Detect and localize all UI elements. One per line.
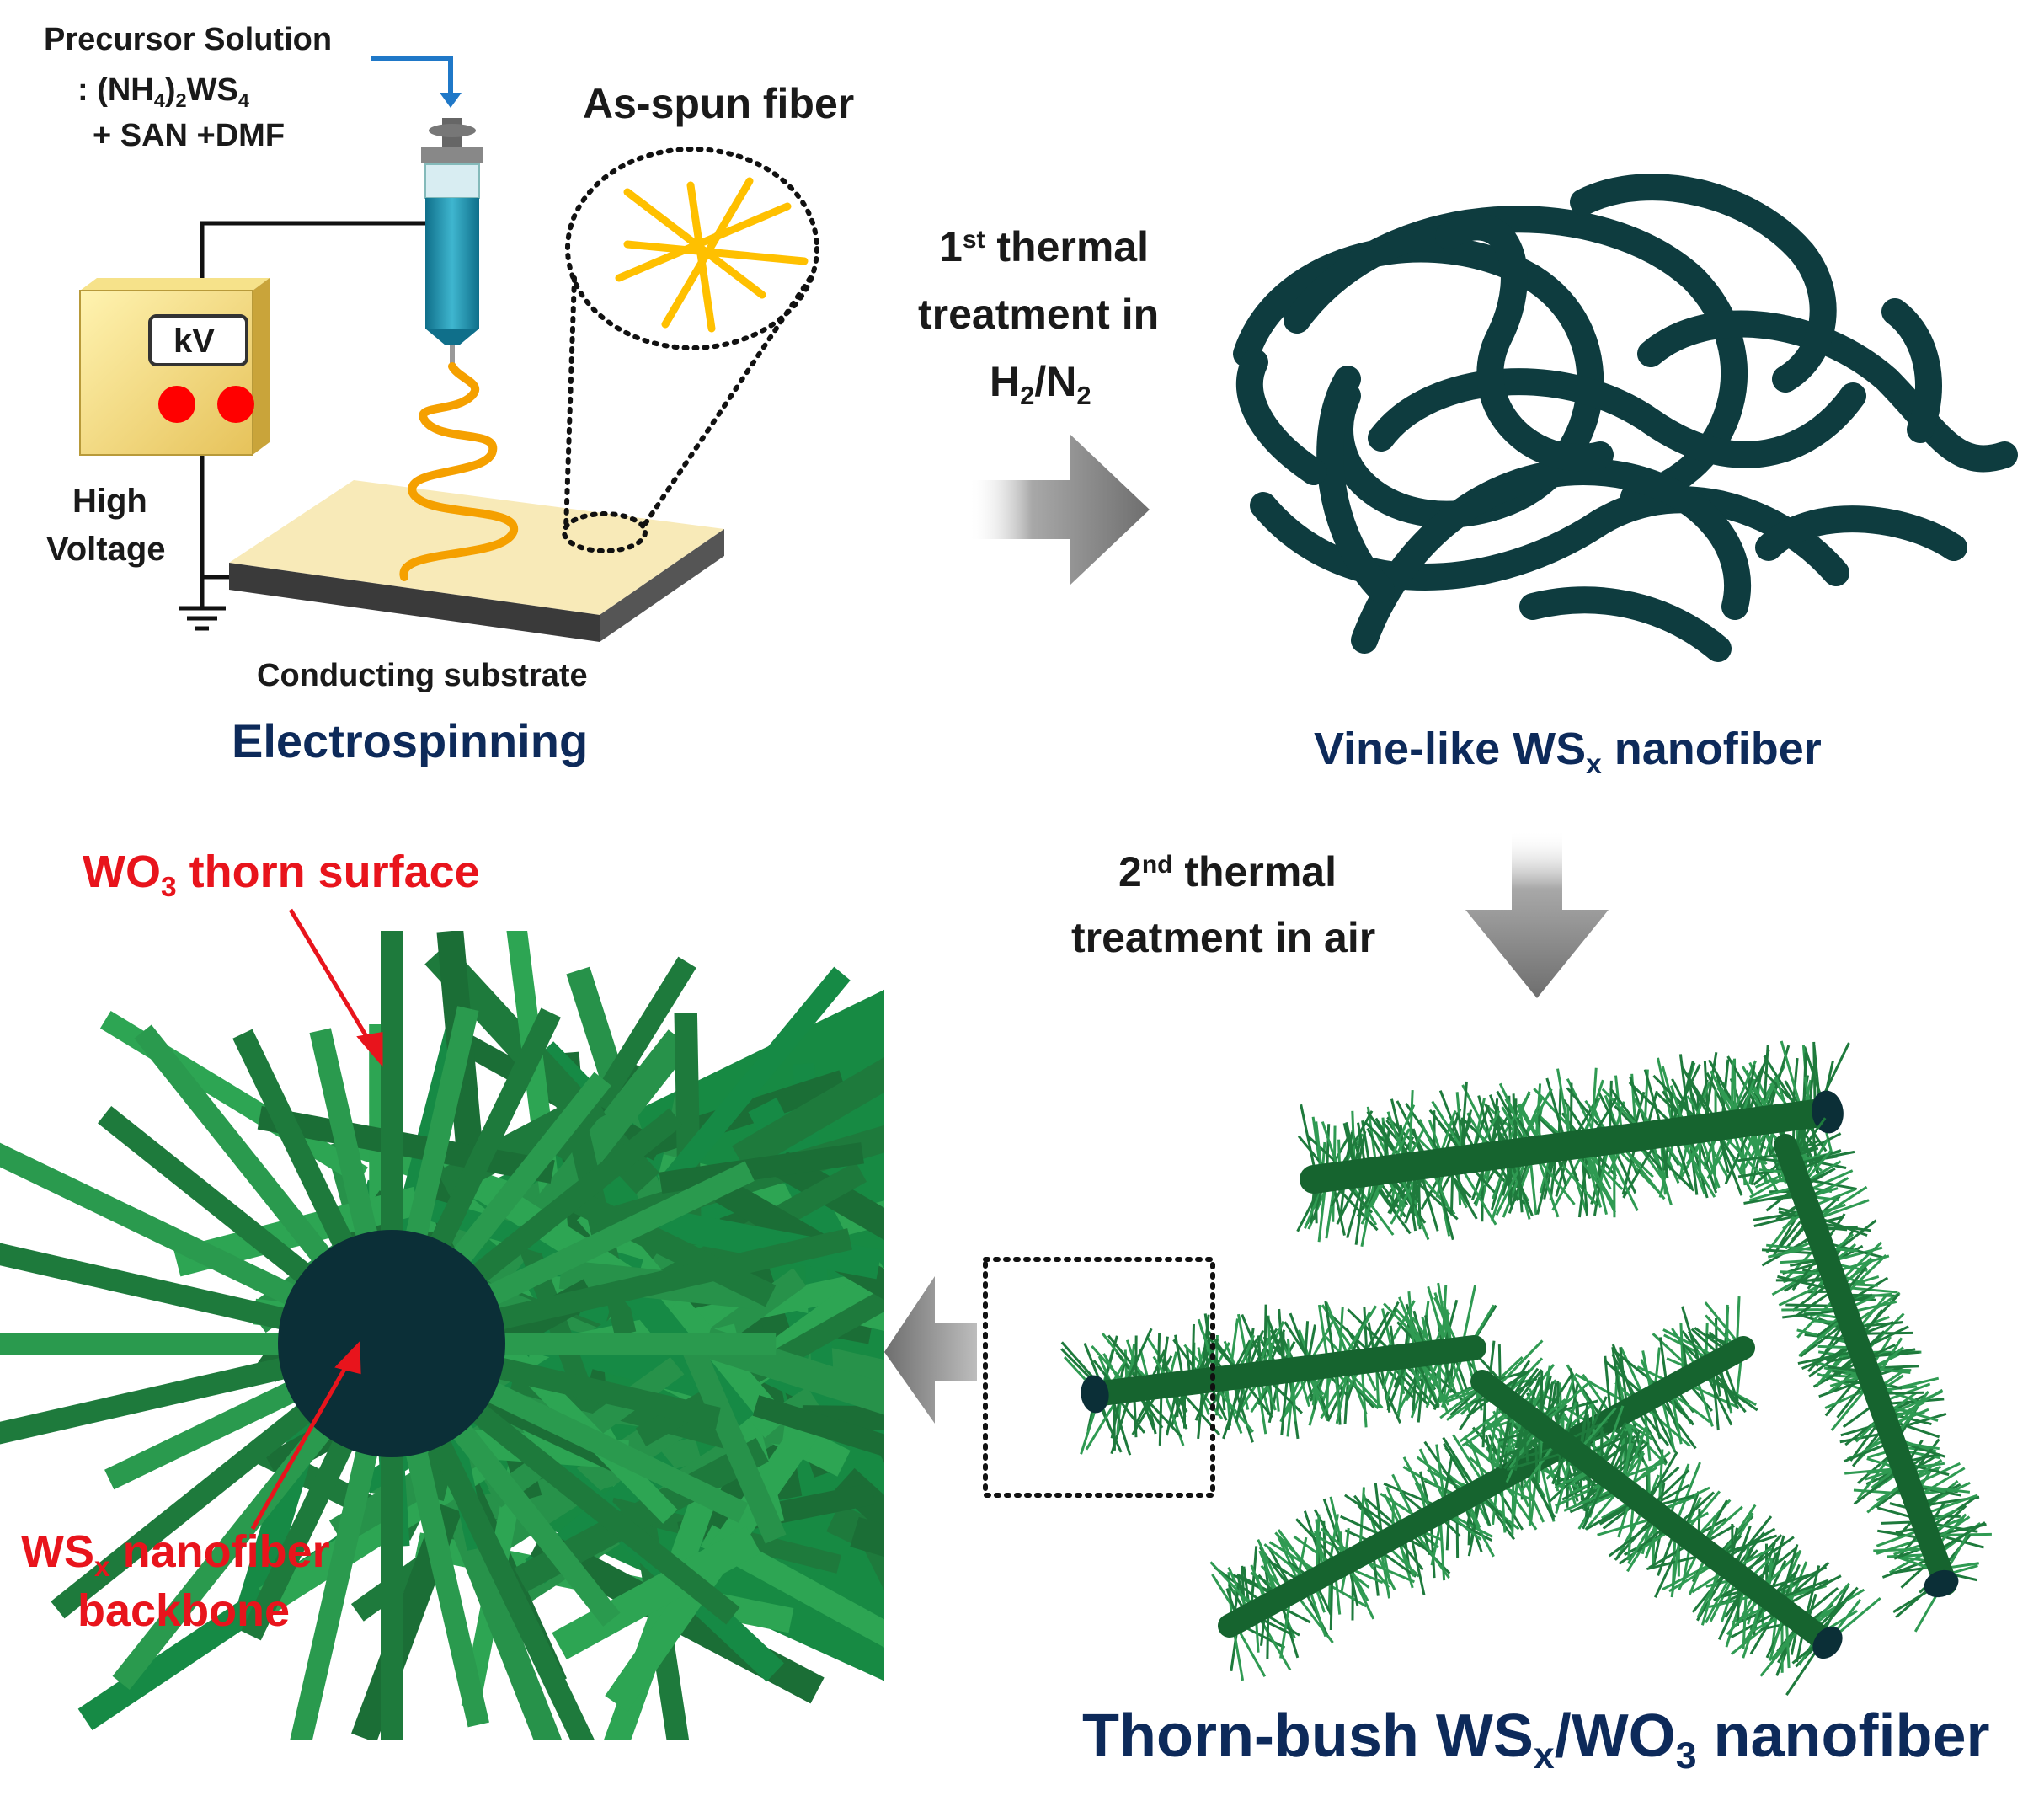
wsx-core-circle — [278, 1230, 505, 1457]
conducting-substrate — [229, 480, 724, 642]
thorn-bush-title: Thorn-bush WSx/WO3 nanofiber — [1082, 1702, 1990, 1777]
step1-gas: H2/N2 — [990, 358, 1091, 410]
as-spun-fiber-mesh — [615, 177, 809, 333]
wo3-thorn-surface-label: WO3 thorn surface — [83, 847, 480, 903]
thorn-bush-fibers — [1060, 1040, 1992, 1696]
electrospinning-setup — [79, 56, 819, 642]
wsx-backbone-label-1: WSx nanofiber — [21, 1526, 330, 1583]
vine-like-title: Vine-like WSx nanofiber — [1314, 724, 1822, 780]
electrospinning-jet — [399, 362, 518, 581]
precursor-components: + SAN +DMF — [93, 118, 286, 153]
arrow-down-icon — [1465, 830, 1609, 998]
zoomed-cross-section — [0, 931, 884, 1740]
substrate-label: Conducting substrate — [257, 658, 588, 693]
arrow-left-icon — [884, 1276, 977, 1424]
wsx-backbone-label-2: backbone — [77, 1585, 291, 1636]
kv-label: kV — [173, 323, 215, 360]
vine-like-fibers — [1233, 174, 2018, 662]
step2-line2: treatment in air — [1071, 914, 1376, 961]
red-button-icon — [158, 386, 195, 423]
annotation-arrows — [250, 908, 383, 1531]
electrospinning-title: Electrospinning — [232, 714, 589, 767]
precursor-title: Precursor Solution — [44, 22, 333, 57]
precursor-formula: : (NH4)2WS4 — [77, 72, 249, 111]
step1-line2: treatment in — [918, 291, 1160, 338]
high-voltage-label-2: Voltage — [46, 531, 166, 568]
syringe-icon — [421, 118, 483, 366]
red-button-icon — [217, 386, 254, 423]
step1-line1: 1st thermal — [939, 223, 1150, 270]
step2-line1: 2nd thermal — [1118, 848, 1337, 895]
arrow-right-icon — [969, 434, 1150, 585]
high-voltage-box — [79, 278, 270, 456]
high-voltage-label-1: High — [72, 483, 147, 520]
as-spun-fiber-label: As-spun fiber — [583, 80, 855, 127]
